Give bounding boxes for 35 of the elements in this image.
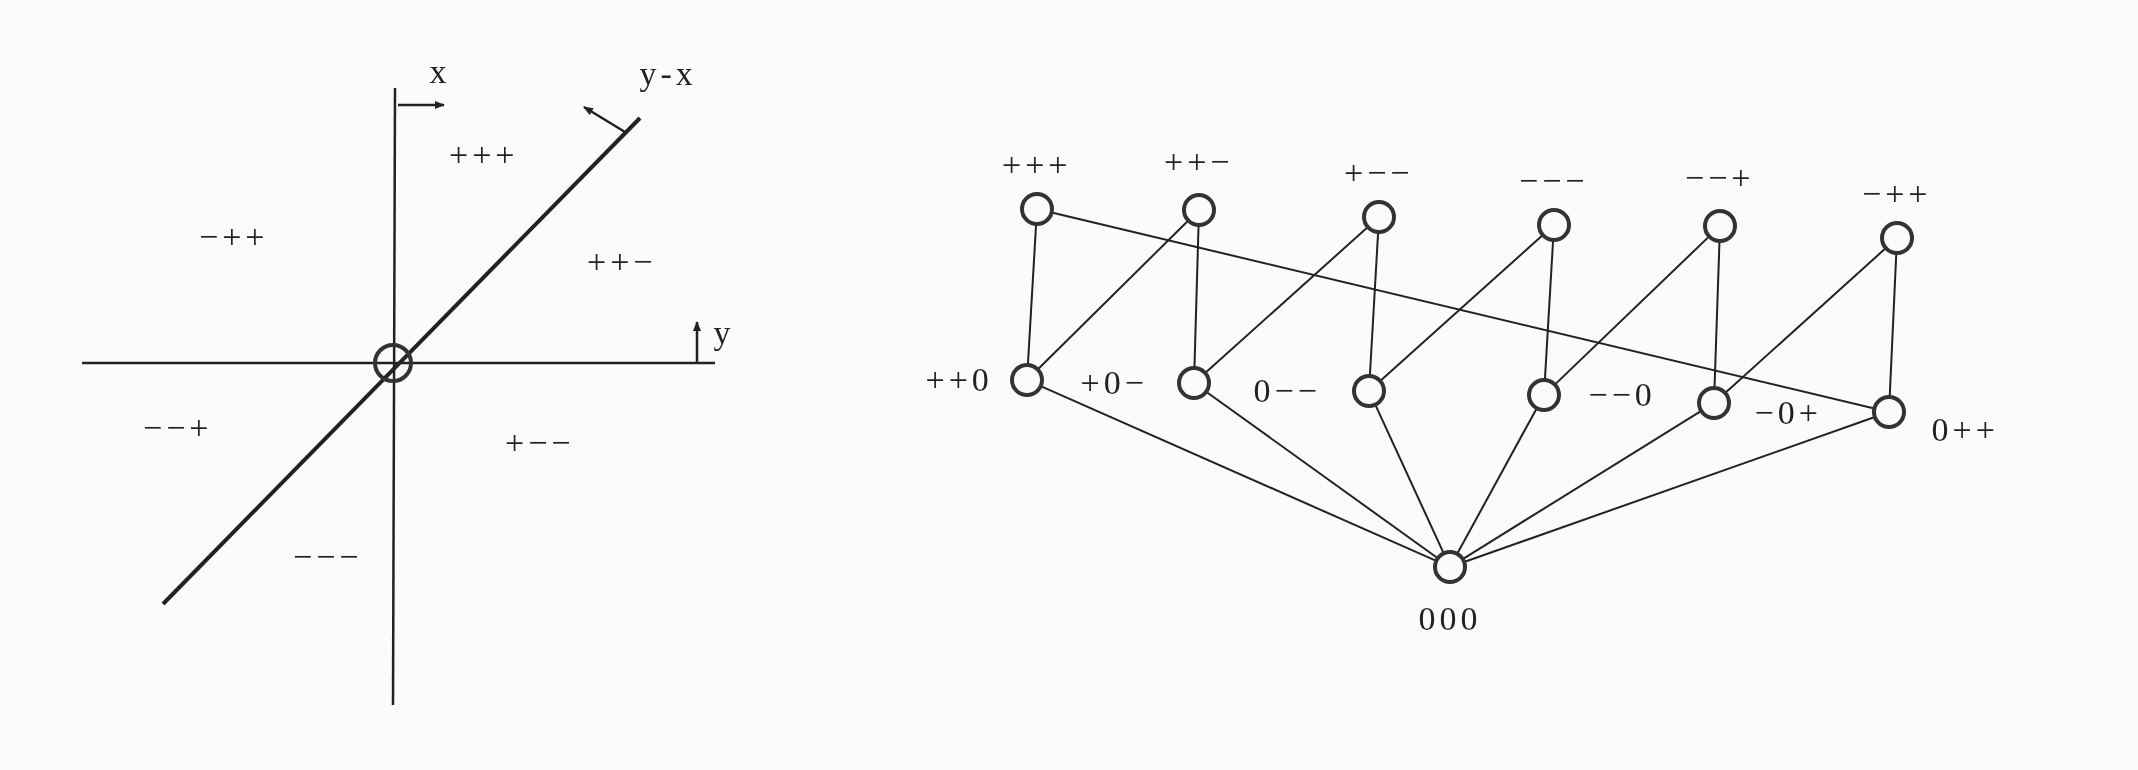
axis-label: y-x: [639, 57, 697, 91]
axis-label: y: [713, 316, 735, 350]
sign-vector-label: +−−: [1344, 156, 1414, 190]
connector-line: [1379, 234, 1544, 382]
sign-vector-label: 0++: [1931, 413, 1999, 447]
connector-line: [1368, 231, 1380, 377]
region-label: −++: [199, 220, 269, 254]
connector-line: [1888, 252, 1898, 398]
sign-vector-label: −++: [1862, 177, 1932, 211]
region-label: −−−: [293, 540, 363, 574]
connector-line: [1205, 390, 1439, 560]
sign-vector-label: +++: [1002, 148, 1072, 182]
sign-vector-label: +0−: [1080, 366, 1148, 400]
region-label: −−+: [143, 411, 213, 445]
sign-vector-label: 0−−: [1253, 374, 1321, 408]
axis-label: x: [429, 55, 451, 89]
sign-vector-label: −−0: [1588, 378, 1656, 412]
sign-vector-label: −0+: [1754, 396, 1822, 430]
sign-vector-label: −−+: [1685, 161, 1755, 195]
connector-line: [1374, 403, 1445, 555]
connector-line: [1193, 224, 1200, 369]
connector-line: [1456, 407, 1538, 555]
connector-line: [1461, 409, 1703, 561]
region-label: +−−: [505, 426, 575, 460]
connector-line: [1724, 247, 1887, 394]
connector-line: [1036, 219, 1190, 371]
connector-line: [1553, 235, 1711, 386]
region-label: +++: [449, 138, 519, 172]
sign-vector-label: 000: [1418, 602, 1482, 636]
connector-line: [1713, 240, 1721, 389]
sign-vector-label: ++0: [925, 363, 993, 397]
region-label: ++−: [587, 245, 657, 279]
sign-vector-label: −−−: [1519, 164, 1589, 198]
sign-vector-label: ++−: [1164, 145, 1234, 179]
connector-line: [1204, 226, 1369, 374]
